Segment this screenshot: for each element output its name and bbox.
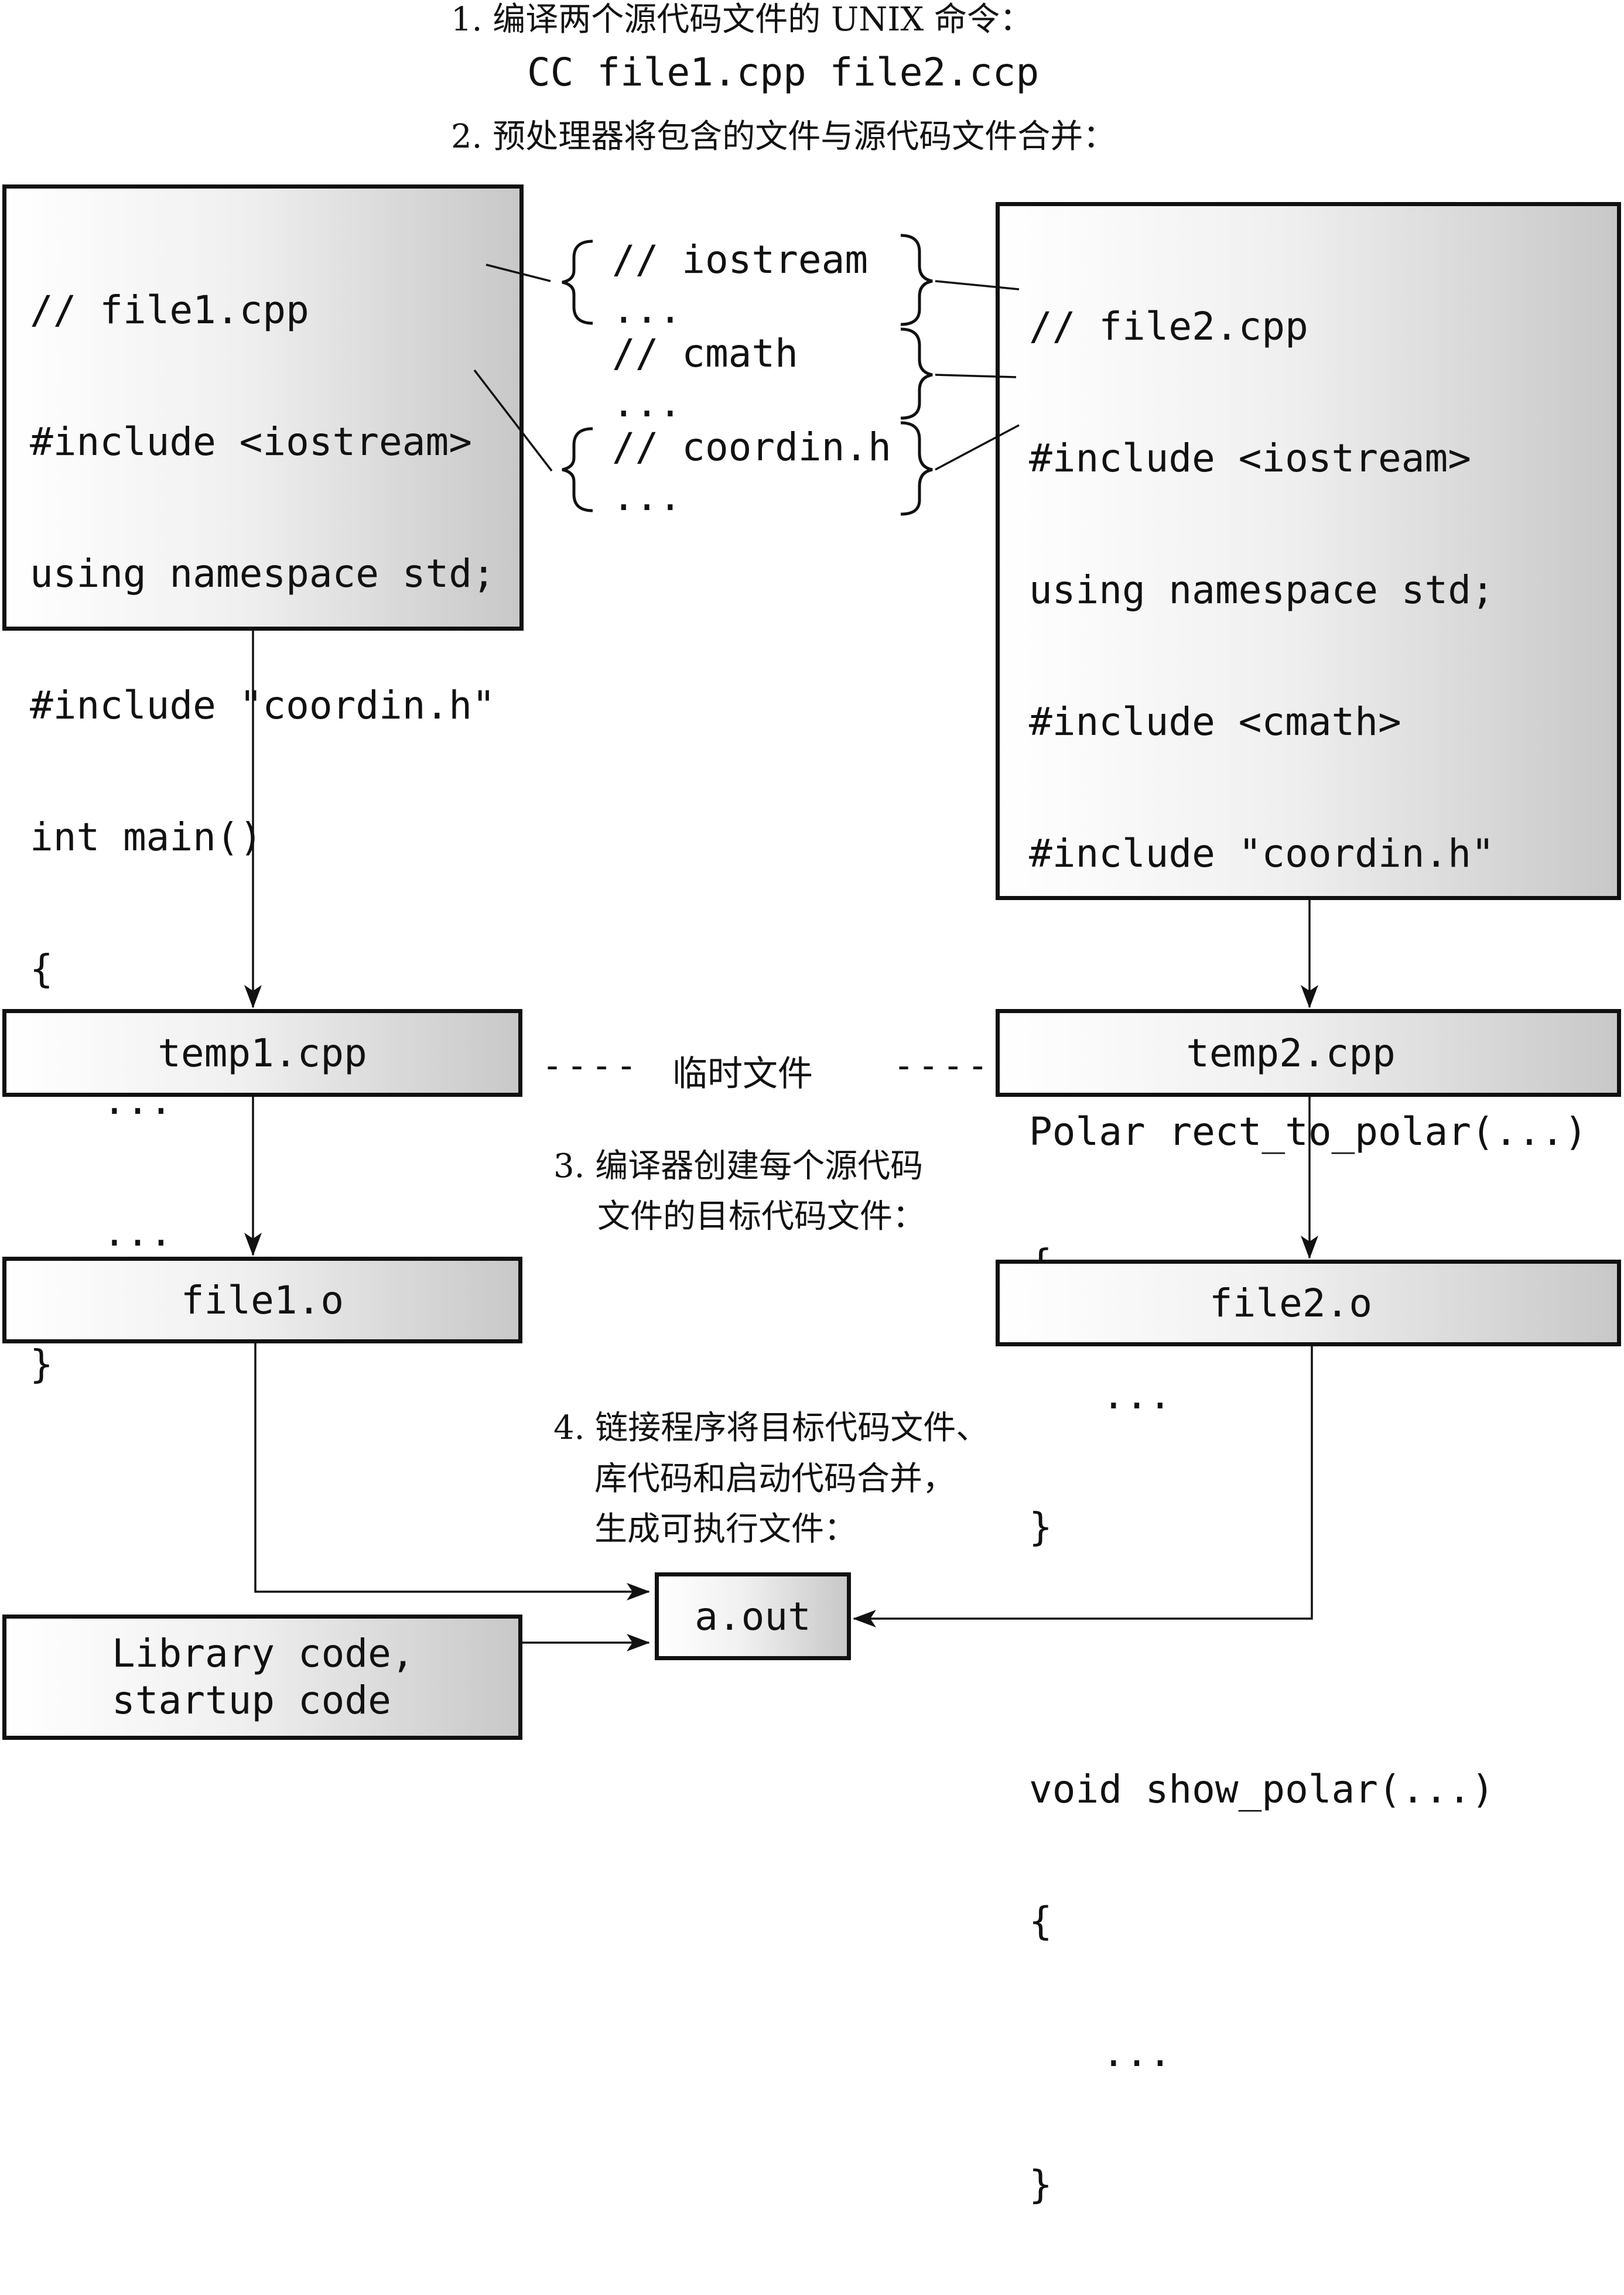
library-code-label: Library code, startup code: [6, 1619, 518, 1736]
code-line: }: [1029, 2162, 1052, 2207]
right-brace-iostream: [900, 234, 933, 326]
code-line: #include "coordin.h": [30, 683, 495, 728]
code-line: // file1.cpp: [30, 288, 309, 333]
step3-text-line1: 3. 编译器创建每个源代码: [553, 1147, 924, 1185]
code-line: #include <iostream>: [30, 419, 472, 464]
step4-text-line1: 4. 链接程序将目标代码文件、: [553, 1409, 989, 1447]
included-cmath-label: // cmath: [612, 331, 798, 376]
step4-text-line3: 生成可执行文件：: [594, 1510, 857, 1548]
unix-command: CC file1.cpp file2.ccp: [527, 50, 1040, 95]
code-line: #include "coordin.h": [1029, 831, 1495, 876]
temp2-file-box: temp2.cpp: [996, 1009, 1621, 1097]
code-line: }: [30, 1342, 53, 1387]
file2-object-box: file2.o: [996, 1260, 1621, 1346]
code-line: {: [1029, 1899, 1052, 1944]
code-line: using namespace std;: [30, 551, 495, 596]
file1-object-box: file1.o: [2, 1257, 522, 1343]
included-coordin-ellipsis: ...: [612, 474, 682, 519]
step3-text-line2: 文件的目标代码文件：: [597, 1198, 925, 1236]
left-brace-iostream: [562, 240, 593, 325]
file2-code: // file2.cpp #include <iostream> using n…: [1029, 217, 1588, 2294]
step4-text-line2: 库代码和启动代码合并，: [594, 1460, 955, 1498]
code-line: void show_polar(...): [1029, 1767, 1495, 1812]
executable-label: a.out: [695, 1593, 811, 1639]
file1-code: // file1.cpp #include <iostream> using n…: [30, 200, 495, 1474]
code-line: #include <iostream>: [1029, 436, 1471, 481]
code-line: int main(): [30, 815, 263, 860]
temp-dash-right: ----: [893, 1045, 992, 1086]
right-brace-coordin: [900, 421, 933, 516]
code-line: using namespace std;: [1029, 567, 1495, 613]
file2-object-label: file2.o: [1209, 1280, 1373, 1326]
temp-files-label: 临时文件: [672, 1054, 813, 1095]
code-line: }: [1029, 1504, 1052, 1550]
code-line: ...: [1055, 2030, 1172, 2075]
file1-object-label: file1.o: [180, 1277, 344, 1323]
code-line: {: [30, 946, 53, 991]
step1-text: 1. 编译两个源代码文件的 UNIX 命令：: [451, 1, 1033, 39]
code-line: Polar rect_to_polar(...): [1029, 1109, 1588, 1154]
included-coordin-label: // coordin.h: [612, 425, 891, 470]
code-line: // file2.cpp: [1029, 304, 1308, 349]
temp1-file-label: temp1.cpp: [158, 1030, 367, 1076]
included-iostream-label: // iostream: [612, 237, 869, 282]
left-brace-coordin: [562, 427, 593, 512]
file1-source-box: // file1.cpp #include <iostream> using n…: [2, 184, 524, 1386]
code-line: ...: [56, 1210, 173, 1255]
library-code-line1: Library code,: [112, 1631, 415, 1676]
step2-text: 2. 预处理器将包含的文件与源代码文件合并：: [451, 118, 1116, 156]
code-line: #include <cmath>: [1029, 699, 1401, 744]
included-iostream-ellipsis: ...: [612, 287, 682, 332]
code-line: ...: [1055, 1373, 1172, 1418]
library-code-line2: startup code: [112, 1678, 391, 1723]
right-brace-cmath: [900, 327, 933, 420]
executable-box: a.out: [655, 1572, 851, 1660]
temp2-file-label: temp2.cpp: [1186, 1030, 1396, 1076]
included-cmath-ellipsis: ...: [612, 381, 682, 426]
library-code-box: Library code, startup code: [2, 1615, 522, 1740]
temp-dash-left: ----: [542, 1045, 641, 1086]
temp1-file-box: temp1.cpp: [2, 1009, 522, 1097]
file2-source-box: // file2.cpp #include <iostream> using n…: [996, 202, 1621, 2207]
